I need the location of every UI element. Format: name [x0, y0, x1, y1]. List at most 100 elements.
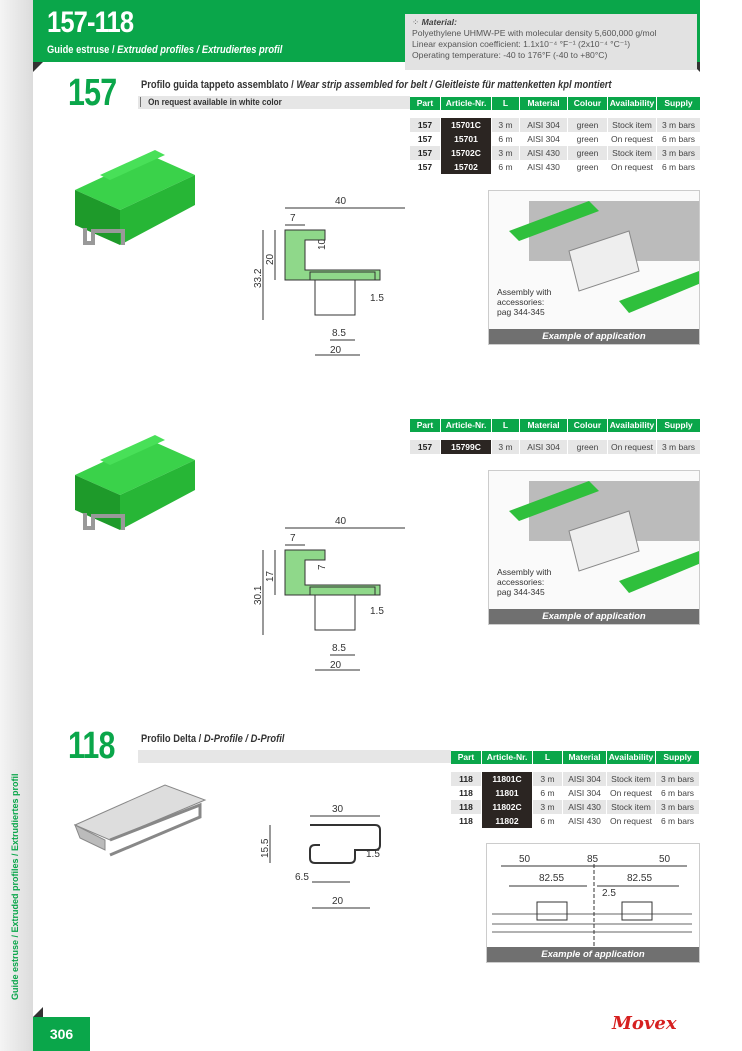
profile-118-drawing: 30 15.5 1.5 6.5 20	[260, 804, 381, 909]
side-section-label: Guide estruse / Extruded profiles / Extr…	[10, 773, 20, 1000]
fold-corner	[33, 62, 43, 72]
table-cell: 6 m	[540, 816, 555, 826]
table-cell: AISI 430	[568, 816, 601, 826]
column-header: Part	[451, 750, 481, 764]
svg-text:20: 20	[265, 253, 276, 265]
table-cell: AISI 430	[527, 162, 560, 172]
molecule-icon: ⁘	[412, 17, 422, 27]
table-cell: 6 m bars	[660, 816, 695, 826]
table-cell: 157	[417, 162, 433, 172]
table-cell: AISI 304	[527, 134, 560, 144]
svg-text:50: 50	[519, 854, 531, 865]
svg-text:40: 40	[335, 516, 347, 527]
svg-text:20: 20	[332, 896, 344, 907]
column-header: Supply	[657, 418, 700, 432]
column-header: Article-Nr.	[441, 418, 491, 432]
svg-text:1.5: 1.5	[370, 606, 384, 617]
table-cell: AISI 430	[520, 146, 567, 160]
profile-157-b-drawing: 40 7 7 17 30.1 1.5 8.5 20	[253, 516, 405, 671]
photo-caption: Example of application	[487, 947, 699, 962]
table-cell: 11802	[482, 814, 532, 828]
table-cell: 6 m	[498, 134, 513, 144]
profile-157-b-render	[75, 435, 195, 530]
profile-157-drawing: 40 7 10 20 33.2 1.5 8.5 20	[253, 196, 405, 356]
column-header: Availability	[607, 750, 655, 764]
fold-corner	[33, 1007, 43, 1017]
svg-text:30: 30	[332, 804, 344, 815]
table-cell: 157	[410, 146, 440, 160]
column-header: Availability	[608, 418, 656, 432]
profile-118-render	[73, 784, 207, 857]
svg-text:15.5: 15.5	[260, 838, 271, 858]
column-header: L	[492, 96, 519, 110]
svg-text:50: 50	[659, 854, 671, 865]
section-title-157: Profilo guida tappeto assemblato / Wear …	[141, 79, 612, 91]
svg-text:1.5: 1.5	[366, 849, 380, 860]
svg-text:40: 40	[335, 196, 347, 207]
column-header: Article-Nr.	[441, 96, 491, 110]
table-cell: 6 m bars	[661, 134, 696, 144]
table-cell: 3 m bars	[656, 800, 699, 814]
section-number-157: 157	[68, 72, 117, 114]
table-cell: green	[568, 440, 607, 454]
table-cell: 118	[451, 772, 481, 786]
table-cell: green	[576, 134, 599, 144]
table-cell: 3 m	[492, 440, 519, 454]
svg-text:20: 20	[330, 345, 342, 356]
svg-text:33.2: 33.2	[253, 268, 264, 288]
table-cell: Stock item	[607, 772, 655, 786]
table-cell: On request	[608, 440, 656, 454]
table-cell: On request	[610, 162, 654, 172]
table-cell: AISI 304	[520, 118, 567, 132]
column-header: Article-Nr.	[482, 750, 532, 764]
page-subtitle: Guide estruse / Extruded profiles / Extr…	[47, 44, 283, 56]
column-header: Material	[520, 418, 567, 432]
svg-text:85: 85	[587, 854, 599, 865]
svg-text:82.55: 82.55	[539, 873, 564, 884]
table-cell: 11801C	[482, 772, 532, 786]
table-cell: 6 m bars	[661, 162, 696, 172]
material-box: ⁘ Material: Polyethylene UHMW-PE with mo…	[405, 14, 697, 70]
column-header: Colour	[568, 418, 607, 432]
column-header: Part	[410, 418, 440, 432]
svg-text:7: 7	[317, 564, 328, 570]
svg-text:7: 7	[290, 213, 296, 224]
table-cell: 3 m	[533, 772, 562, 786]
table-cell: Stock item	[608, 146, 656, 160]
svg-text:8.5: 8.5	[332, 643, 346, 654]
table-cell: 6 m	[498, 162, 513, 172]
page-title: 157-118	[47, 6, 134, 39]
movex-logo: Movex	[612, 1013, 677, 1034]
svg-text:30.1: 30.1	[253, 585, 264, 605]
title-bar	[138, 750, 451, 763]
table-cell: 3 m	[492, 146, 519, 160]
table-cell: On request	[609, 816, 653, 826]
photo-caption: Example of application	[489, 609, 699, 624]
white-color-note: On request available in white color	[140, 97, 282, 107]
column-header: Availability	[608, 96, 656, 110]
table-cell: AISI 304	[563, 772, 606, 786]
table-cell: 157	[410, 440, 440, 454]
section-number-118: 118	[68, 725, 115, 767]
column-header: Supply	[657, 96, 700, 110]
table-cell: 157	[410, 118, 440, 132]
svg-text:2.5: 2.5	[602, 888, 616, 899]
table-cell: 3 m bars	[656, 772, 699, 786]
page-number: 306	[33, 1017, 90, 1051]
photo-caption: Example of application	[489, 329, 699, 344]
svg-text:1.5: 1.5	[370, 293, 384, 304]
table-cell: On request	[609, 788, 653, 798]
